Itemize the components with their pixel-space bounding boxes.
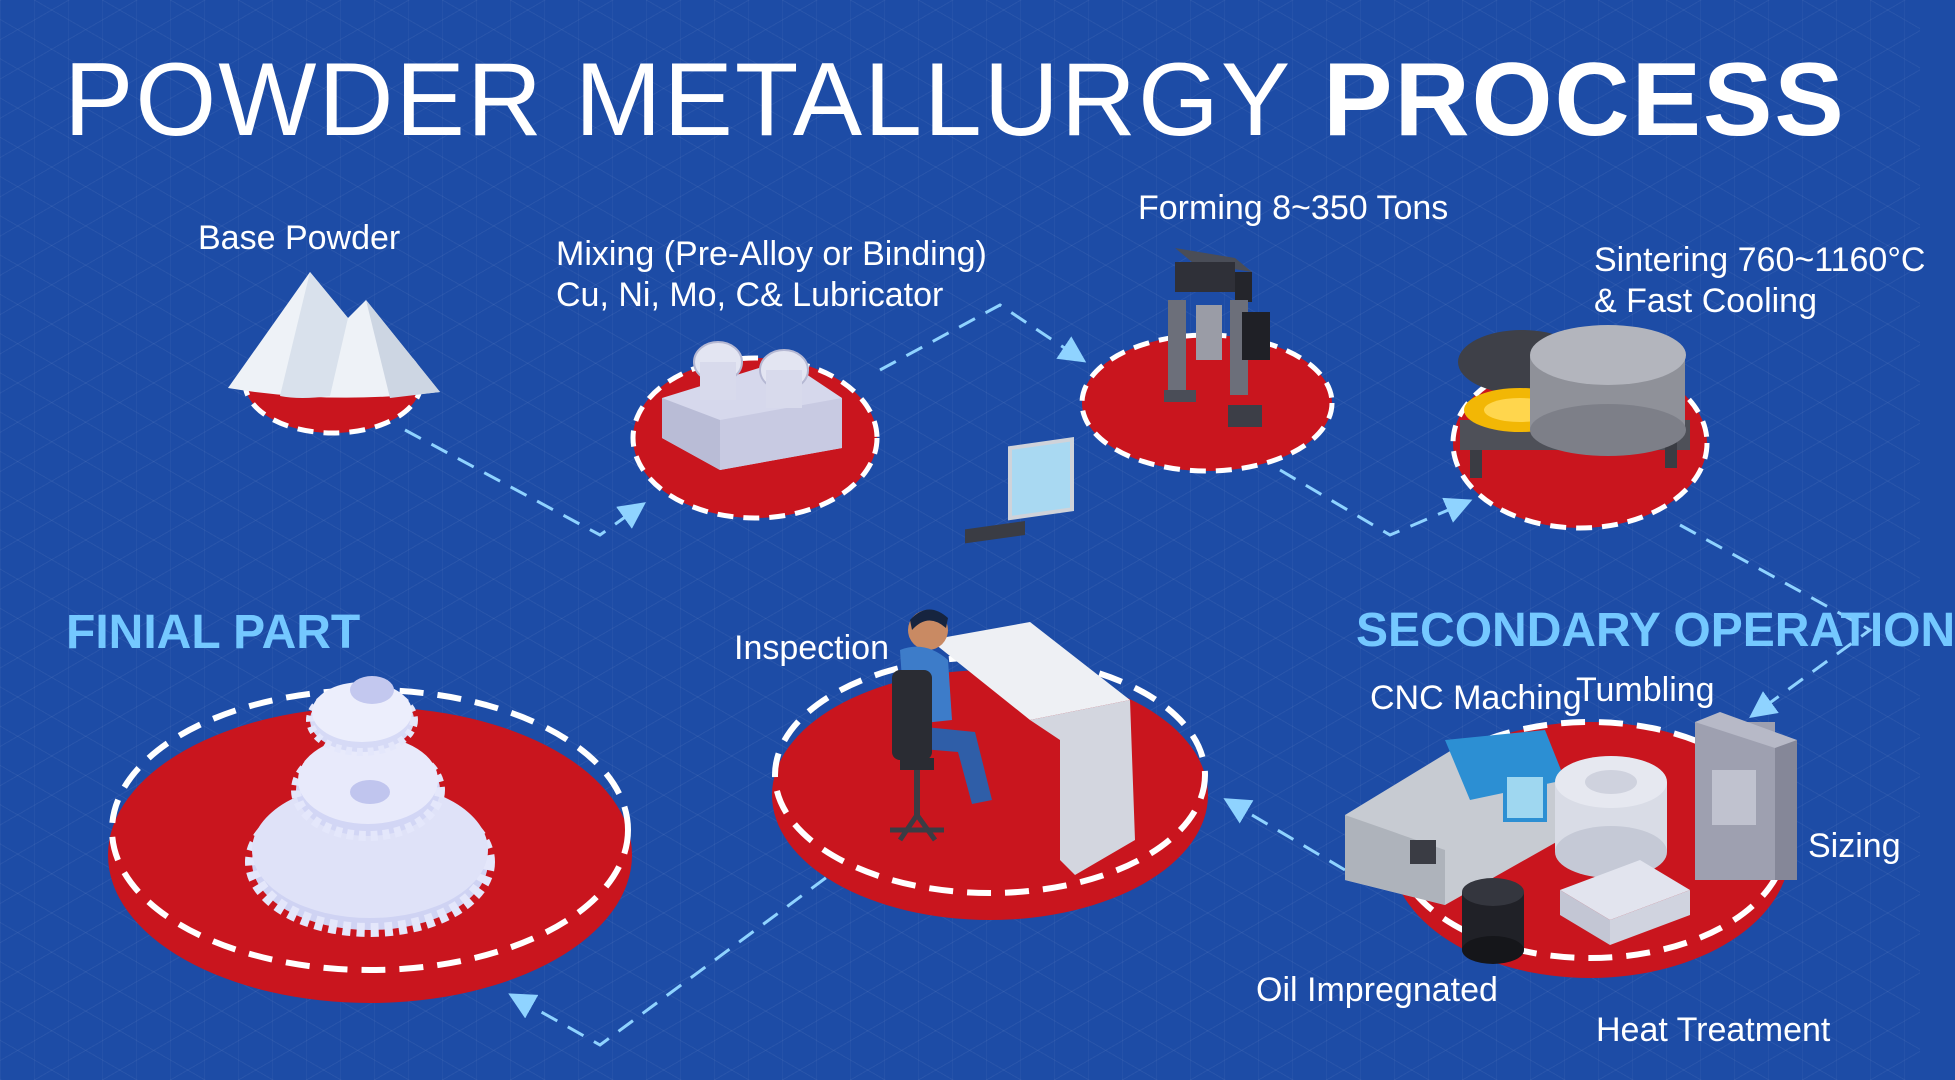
mixer-machine-icon <box>662 341 842 470</box>
flow-mixing-to-forming <box>879 303 1087 372</box>
gear-assembly-icon <box>245 676 495 937</box>
forming-platform <box>1079 332 1335 474</box>
secondary-oil-label: Oil Impregnated <box>1256 971 1498 1009</box>
step-sintering-line1: Sintering 760~1160°C <box>1594 241 1926 279</box>
flow-powder-to-mixing <box>404 428 646 537</box>
inspection-platform <box>772 654 1208 920</box>
page-title: POWDER METALLURGY PROCESS <box>64 48 1846 152</box>
oil-impregnated-part-icon <box>1462 878 1524 964</box>
step-sintering-label: Sintering 760~1160°C & Fast Cooling <box>1594 240 1925 322</box>
heat-treatment-icon <box>1560 860 1690 945</box>
step-mixing-label: Mixing (Pre-Alloy or Binding) Cu, Ni, Mo… <box>556 234 987 316</box>
step-mixing-line1: Mixing (Pre-Alloy or Binding) <box>556 235 987 273</box>
step-base-powder-label: Base Powder <box>198 219 401 257</box>
furnace-icon <box>1458 325 1690 478</box>
cnc-machine-icon <box>1345 730 1565 905</box>
flow-secondary-to-inspection <box>1223 798 1346 872</box>
press-machine-icon <box>1164 248 1270 427</box>
step-mixing-line2: Cu, Ni, Mo, C& Lubricator <box>556 275 944 314</box>
flow-inspection-to-final <box>508 858 851 1047</box>
flow-sintering-to-secondary <box>1679 523 1873 718</box>
secondary-heat-label: Heat Treatment <box>1596 1011 1831 1049</box>
title-light: POWDER METALLURGY <box>64 42 1293 158</box>
final-part-heading: FINIAL PART <box>66 606 361 659</box>
step-inspection-label: Inspection <box>734 629 889 667</box>
step-sintering-line2: & Fast Cooling <box>1594 281 1817 320</box>
powder-pile-icon <box>228 272 440 398</box>
inspector-person-icon <box>890 609 992 842</box>
step-forming-label: Forming 8~350 Tons <box>1138 189 1449 227</box>
secondary-operation-heading: SECONDARY OPERATION <box>1356 604 1955 657</box>
secondary-sizing-label: Sizing <box>1808 827 1901 865</box>
secondary-cnc-label: CNC Maching <box>1370 679 1582 717</box>
sizing-press-icon <box>1695 712 1797 880</box>
secondary-tumbling-label: Tumbling <box>1576 671 1715 709</box>
tumbling-drum-icon <box>1555 756 1667 878</box>
title-bold: PROCESS <box>1323 42 1846 158</box>
flow-forming-to-sintering <box>1279 468 1473 537</box>
inspection-desk-icon <box>930 437 1135 875</box>
